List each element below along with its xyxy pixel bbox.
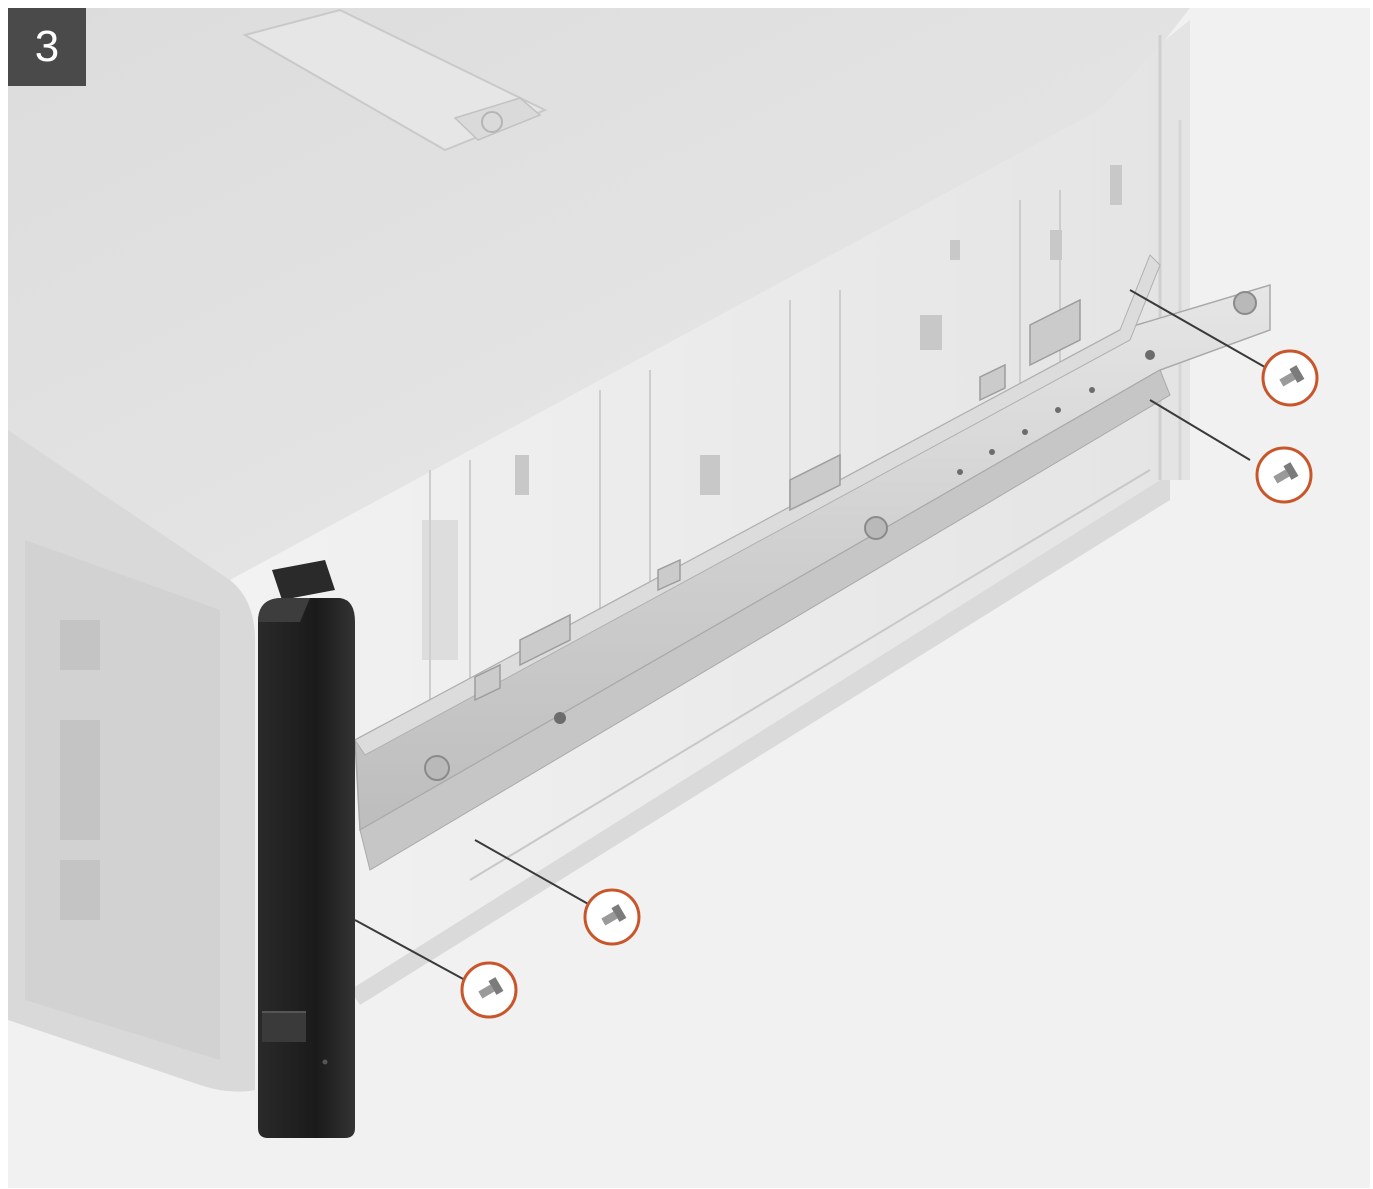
rail-handle [258,560,355,1138]
rail-mounted-screws [424,291,1257,781]
step-number-badge: 3 [8,8,86,86]
chassis-top-panel [8,8,1190,580]
screw-callout-3 [583,888,641,946]
screw-icon [1273,462,1299,484]
screw-callout-2 [1255,446,1313,504]
front-ports [60,620,100,920]
bay-slots [515,165,1122,495]
rail-holes [554,350,1155,724]
vent-grid [422,520,458,660]
screw-callout-4 [460,961,518,1019]
leader-lines [354,289,1271,981]
screw-callout-1 [1261,349,1319,407]
screw-icon [478,977,504,999]
top-panel-latch [453,97,542,141]
screw-icon [601,904,627,926]
screw-icon [1279,365,1305,387]
rail-tabs [474,298,1081,702]
chassis-base [350,480,1170,1005]
